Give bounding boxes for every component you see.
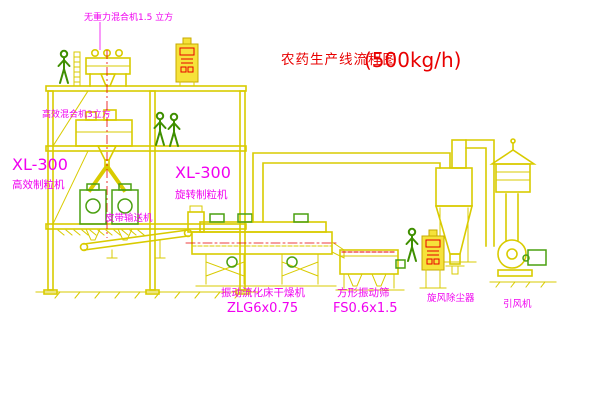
induced-draft-fan <box>489 193 557 288</box>
floor-mixer <box>75 109 133 193</box>
diagram-title: 农药生产线流程图 (500kg/h) <box>281 48 461 72</box>
exhaust-stack <box>489 138 537 193</box>
person-figure-floor2-a <box>153 111 167 146</box>
building-frame <box>35 85 259 299</box>
title-main: 农药生产线流程图 <box>281 52 397 68</box>
vibrating-sieve <box>335 249 406 291</box>
control-panel-sieve <box>419 229 447 289</box>
label-belt-conveyor: 皮带输送机 <box>105 212 153 224</box>
label-dryer-model: ZLG6x0.75 <box>227 301 298 316</box>
belt-conveyor <box>79 228 193 259</box>
label-granulator-right-name: 旋转制粒机 <box>175 188 228 201</box>
dryer-air-ports <box>209 213 309 223</box>
granulator-right <box>111 183 139 225</box>
label-sieve-name: 方形振动筛 <box>337 286 390 299</box>
label-cyclone: 旋风除尘器 <box>427 292 475 304</box>
label-floor-mixer: 高效混合机3立方 <box>42 108 111 120</box>
label-granulator-left-name: 高效制粒机 <box>12 178 65 191</box>
label-sieve-model: FS0.6x1.5 <box>333 301 398 316</box>
granulator-left <box>79 183 107 225</box>
cyclone-separator <box>433 139 495 275</box>
person-figure-floor2-b <box>167 112 181 147</box>
control-panel-top <box>175 37 199 87</box>
fluid-bed-dryer <box>185 205 345 287</box>
granulator-discharge-chutes <box>85 228 133 241</box>
title-capacity: (500kg/h) <box>364 48 461 72</box>
label-granulator-left-model: XL-300 <box>12 155 68 174</box>
access-ladder <box>73 51 81 87</box>
person-figure-sieve <box>405 227 419 262</box>
labels: 无重力混合机1.5 立方 高效混合机3立方 XL-300 高效制粒机 XL-30… <box>12 11 532 316</box>
label-fan: 引风机 <box>503 298 532 310</box>
person-figure-roof <box>57 49 71 84</box>
label-top-mixer: 无重力混合机1.5 立方 <box>84 11 173 23</box>
label-granulator-right-model: XL-300 <box>175 163 231 182</box>
label-dryer-name: 振动流化床干燥机 <box>221 286 305 299</box>
top-mixer <box>85 48 131 87</box>
exhaust-duct <box>252 152 451 223</box>
